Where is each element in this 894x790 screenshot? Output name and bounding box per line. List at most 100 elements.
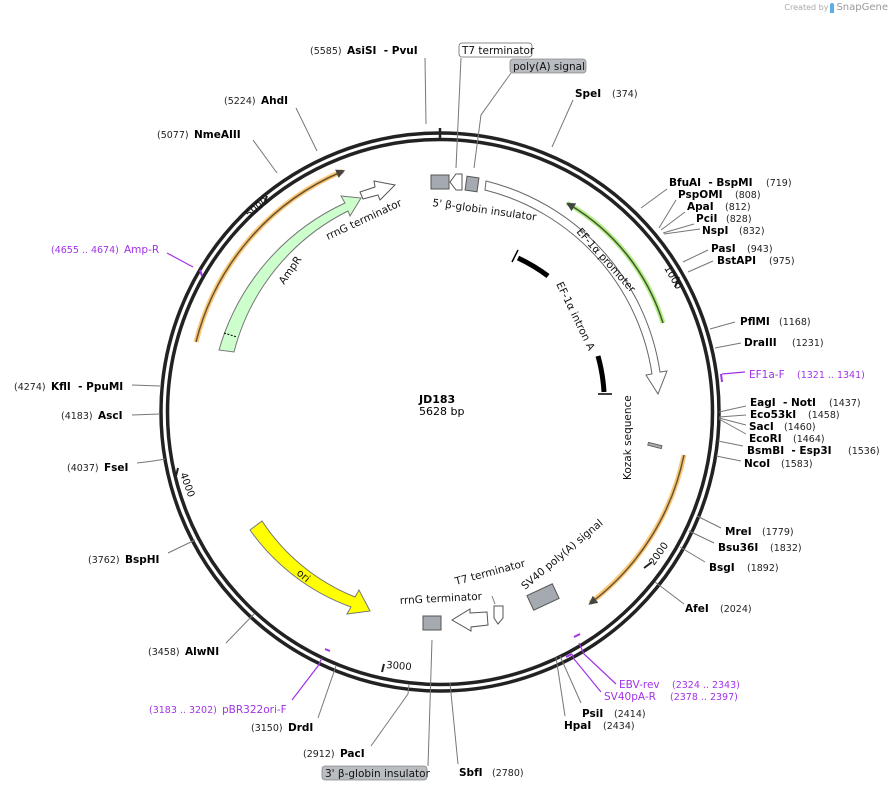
ef1a-intron-feature[interactable]: EF-1α intron A	[511, 249, 612, 395]
t7-terminator-bottom-label: T7 terminator	[453, 557, 528, 588]
ef1a-intron-label: EF-1α intron A	[553, 280, 597, 353]
rrng-terminator-top-label: rrnG terminator	[324, 197, 404, 243]
map-label: AhdI	[261, 95, 288, 107]
map-label: MreI	[725, 526, 752, 538]
map-label: SpeI	[575, 88, 601, 100]
enzyme-bsmbi-esp3i[interactable]: BsmBI - Esp3I (1536)	[717, 440, 880, 457]
map-label: (5077)	[157, 130, 189, 141]
map-label: BsgI	[709, 562, 735, 574]
map-label: (1779)	[762, 527, 794, 538]
map-label: (2434)	[603, 721, 635, 732]
sv40-polya-feature[interactable]: SV40 poly(A) signal	[519, 517, 605, 611]
map-label: DrdI	[288, 722, 313, 734]
enzyme-asisi-pvui[interactable]: (5585) AsiSI - PvuI	[310, 45, 427, 125]
map-label: AfeI	[685, 603, 709, 615]
map-label: PasI	[711, 243, 736, 255]
map-label: Eco53kI	[750, 409, 796, 421]
enzyme-bsu36i[interactable]: Bsu36I (1832)	[688, 530, 802, 554]
enzyme-mrei[interactable]: MreI (1779)	[696, 515, 794, 538]
enzyme-ecori[interactable]: EcoRI (1464)	[718, 418, 825, 445]
map-label: PciI	[696, 213, 717, 225]
ori-feature[interactable]: ori	[249, 520, 371, 615]
map-label: (975)	[769, 256, 795, 267]
enzyme-pasi[interactable]: PasI (943)	[682, 243, 773, 263]
map-label: FseI	[104, 462, 128, 474]
enzyme-eagi-noti[interactable]: EagI - NotI (1437)	[718, 397, 861, 413]
enzyme-sbfi[interactable]: SbfI (2780)	[449, 682, 524, 779]
enzyme-bfuai-bspmi[interactable]: BfuAI - BspMI (719)	[640, 177, 792, 209]
map-label: BsmBI - Esp3I	[747, 445, 832, 457]
map-label: NspI	[702, 225, 728, 237]
enzyme-bstapi[interactable]: BstAPI (975)	[687, 255, 795, 273]
map-label: pBR322ori-F	[222, 704, 287, 716]
plasmid-name: JD183	[418, 393, 455, 406]
enzyme-nspi[interactable]: NspI (832)	[663, 225, 765, 237]
map-label: (1168)	[779, 317, 811, 328]
map-label: BfuAI - BspMI	[669, 177, 753, 189]
enzyme-pspomi[interactable]: PspOMI (808)	[658, 189, 761, 229]
enzyme-ncoi[interactable]: NcoI (1583)	[715, 455, 813, 470]
map-label: T7 terminator	[461, 45, 535, 57]
polya-signal-callout[interactable]: poly(A) signal	[473, 58, 587, 169]
map-label: (4037)	[67, 463, 99, 474]
enzyme-asci[interactable]: (4183) AscI	[61, 410, 161, 422]
rrng-terminator-bottom-feature[interactable]: rrnG terminator	[400, 591, 489, 632]
map-label: Amp-R	[124, 244, 159, 256]
enzyme-kfli-ppumi[interactable]: (4274) KflI - PpuMI	[14, 381, 161, 393]
enzyme-ahdi[interactable]: (5224) AhdI	[224, 95, 318, 152]
enzyme-bsphi[interactable]: (3762) BspHI	[88, 539, 196, 566]
enzyme-pcii[interactable]: PciI (828)	[662, 213, 752, 234]
enzyme-spei[interactable]: SpeI (374)	[551, 88, 638, 148]
map-label: (4183)	[61, 411, 93, 422]
enzyme-fsei[interactable]: (4037) FseI	[67, 458, 166, 474]
enzyme-pflmi[interactable]: PflMI (1168)	[709, 316, 811, 330]
map-label: (1231)	[792, 338, 824, 349]
enzyme-draiii[interactable]: DraIII (1231)	[714, 337, 824, 349]
enzyme-psii[interactable]: PsiI (2414)	[559, 655, 646, 720]
map-label: (3183 .. 3202)	[149, 705, 217, 716]
primer-amp-r[interactable]: (4655 .. 4674) Amp-R	[51, 244, 203, 277]
map-label: SV40pA-R	[604, 691, 656, 703]
primer-ef1a-f[interactable]: EF1a-F (1321 .. 1341)	[720, 369, 865, 383]
enzyme-paci[interactable]: (2912) PacI	[303, 683, 410, 760]
enzyme-drdi[interactable]: (3150) DrdI	[251, 665, 337, 734]
map-label: (1458)	[808, 410, 840, 421]
enzyme-saci[interactable]: SacI (1460)	[718, 417, 816, 433]
t7-terminator-top-callout[interactable]: T7 terminator	[455, 42, 535, 169]
orf-direction-arrow-left	[195, 169, 346, 343]
sv40-polya-label: SV40 poly(A) signal	[519, 517, 605, 592]
credit-prefix: Created by	[784, 3, 829, 12]
map-label: AsiSI - PvuI	[347, 45, 418, 57]
map-label: (1536)	[848, 446, 880, 457]
map-label: (2912)	[303, 749, 335, 760]
enzyme-apai[interactable]: ApaI (812)	[660, 201, 751, 231]
kozak-feature[interactable]: Kozak sequence	[622, 395, 663, 480]
snapgene-credit: Created by SnapGene	[784, 2, 888, 13]
map-label: (1892)	[747, 563, 779, 574]
enzyme-eco53ki[interactable]: Eco53kI (1458)	[718, 409, 840, 421]
map-label: BspHI	[125, 554, 159, 566]
beta-globin-3-feature[interactable]: 3' β-globin insulator	[321, 615, 442, 781]
primer-sv40pa-r[interactable]: SV40pA-R (2378 .. 2397)	[565, 653, 738, 703]
map-label: (1832)	[770, 543, 802, 554]
map-label: HpaI	[564, 720, 591, 732]
map-label: AlwNI	[185, 646, 219, 658]
plasmid-length: 5628 bp	[419, 405, 464, 418]
map-label: (2414)	[614, 709, 646, 720]
enzyme-bsgi[interactable]: BsgI (1892)	[679, 546, 779, 574]
primer-sites: EF1a-F (1321 .. 1341) EBV-rev (2324 .. 2…	[51, 244, 865, 716]
enzyme-nmeaiii[interactable]: (5077) NmeAIII	[157, 129, 278, 174]
map-label: KflI - PpuMI	[51, 381, 123, 393]
map-label: (3150)	[251, 723, 283, 734]
primer-ebv-rev[interactable]: EBV-rev (2324 .. 2343)	[573, 633, 740, 691]
enzyme-afei[interactable]: AfeI (2024)	[654, 581, 752, 615]
map-label: (3458)	[148, 647, 180, 658]
enzyme-hpai[interactable]: HpaI (2434)	[555, 656, 635, 732]
enzyme-sites: (5585) AsiSI - PvuI SpeI (374) BfuAI - B…	[14, 45, 880, 779]
enzyme-alwni[interactable]: (3458) AlwNI	[148, 613, 255, 658]
map-label: NmeAIII	[194, 129, 241, 141]
map-label: (4655 .. 4674)	[51, 245, 119, 256]
map-label: AscI	[98, 410, 123, 422]
primer-pbr322ori-f[interactable]: (3183 .. 3202) pBR322ori-F	[149, 648, 331, 716]
